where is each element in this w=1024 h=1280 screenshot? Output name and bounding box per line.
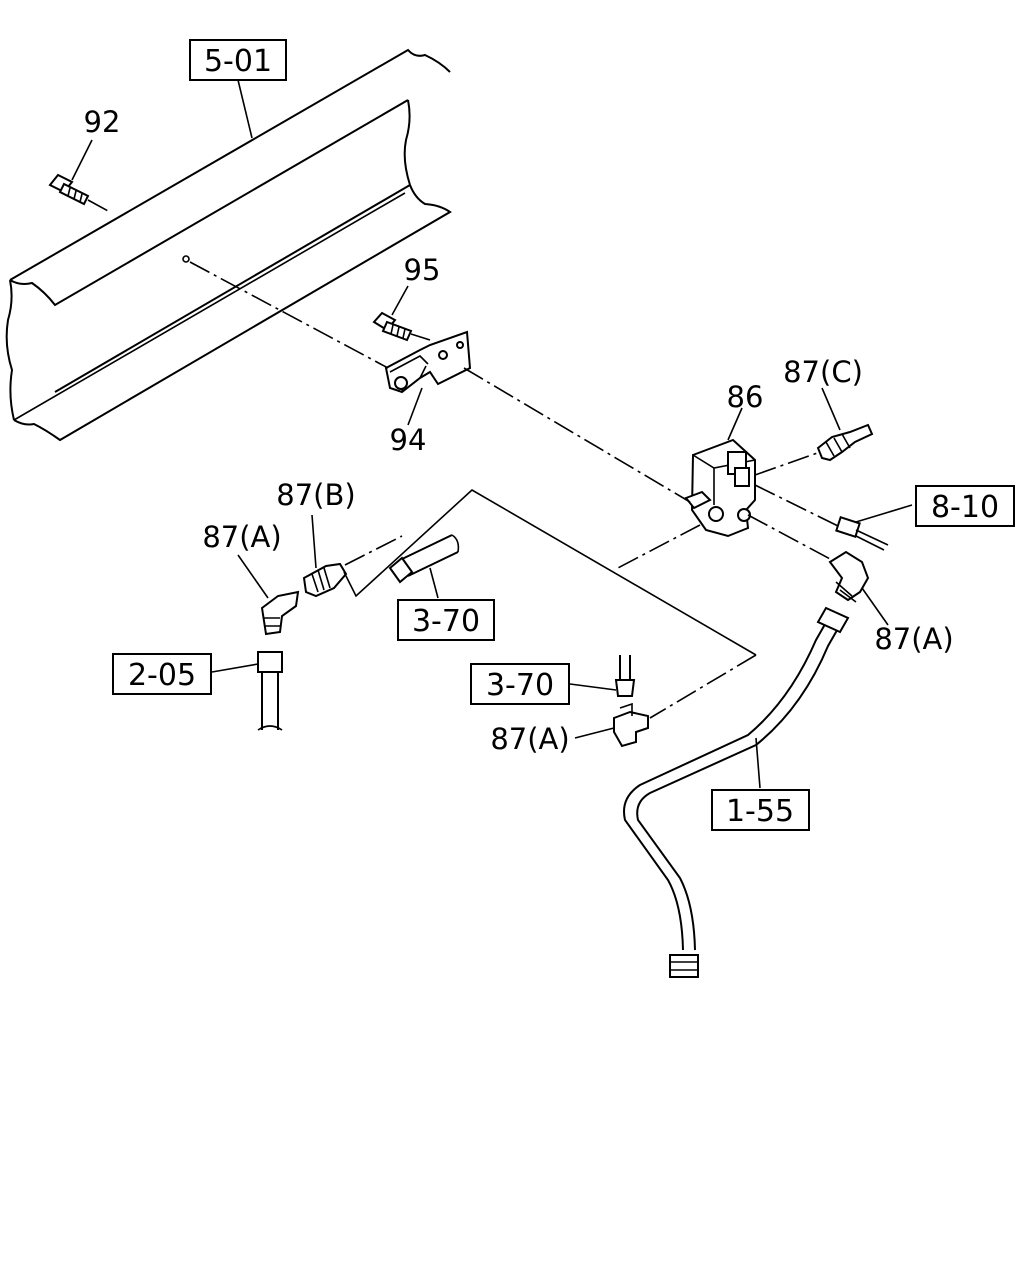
tube-1-55 (623, 606, 850, 978)
ref-box-5-01[interactable]: 5-01 (189, 39, 287, 81)
tube-3-70-upper (388, 534, 460, 584)
bolt-95 (372, 311, 413, 342)
ref-label-5-01: 5-01 (204, 44, 272, 79)
ref-label-3-70-lower: 3-70 (486, 668, 554, 703)
part-label-95: 95 (404, 253, 441, 287)
fitting-87c (816, 423, 874, 462)
fitting-87b (302, 562, 348, 598)
ref-label-2-05: 2-05 (128, 658, 196, 693)
ref-label-8-10: 8-10 (931, 490, 999, 525)
ref-box-8-10[interactable]: 8-10 (915, 485, 1015, 527)
valve-86 (684, 438, 756, 538)
leader-lines (71, 79, 913, 789)
ref-label-1-55: 1-55 (726, 794, 794, 829)
part-label-94: 94 (390, 423, 427, 457)
ref-box-3-70-upper[interactable]: 3-70 (397, 599, 495, 641)
ref-box-3-70-lower[interactable]: 3-70 (470, 663, 570, 705)
part-label-87a-bottom: 87(A) (490, 722, 569, 756)
connector-8-10 (835, 515, 889, 551)
fitting-87a-right (828, 550, 870, 603)
tube-2-05 (257, 651, 283, 731)
frame-rail (5, 48, 452, 442)
part-label-87b: 87(B) (276, 478, 355, 512)
part-label-87c: 87(C) (783, 355, 863, 389)
part-label-92: 92 (84, 105, 121, 139)
tube-3-70-lower (614, 655, 636, 697)
part-label-87a-left: 87(A) (202, 520, 281, 554)
ref-label-3-70-upper: 3-70 (412, 604, 480, 639)
part-label-86: 86 (727, 380, 764, 414)
bolt-92 (48, 173, 90, 206)
part-label-87a-right: 87(A) (874, 622, 953, 656)
fitting-87a-bottom (613, 702, 649, 748)
bracket-94 (384, 330, 472, 394)
ref-box-1-55[interactable]: 1-55 (711, 789, 810, 831)
ref-box-2-05[interactable]: 2-05 (112, 653, 212, 695)
fitting-87a-left (260, 590, 300, 636)
